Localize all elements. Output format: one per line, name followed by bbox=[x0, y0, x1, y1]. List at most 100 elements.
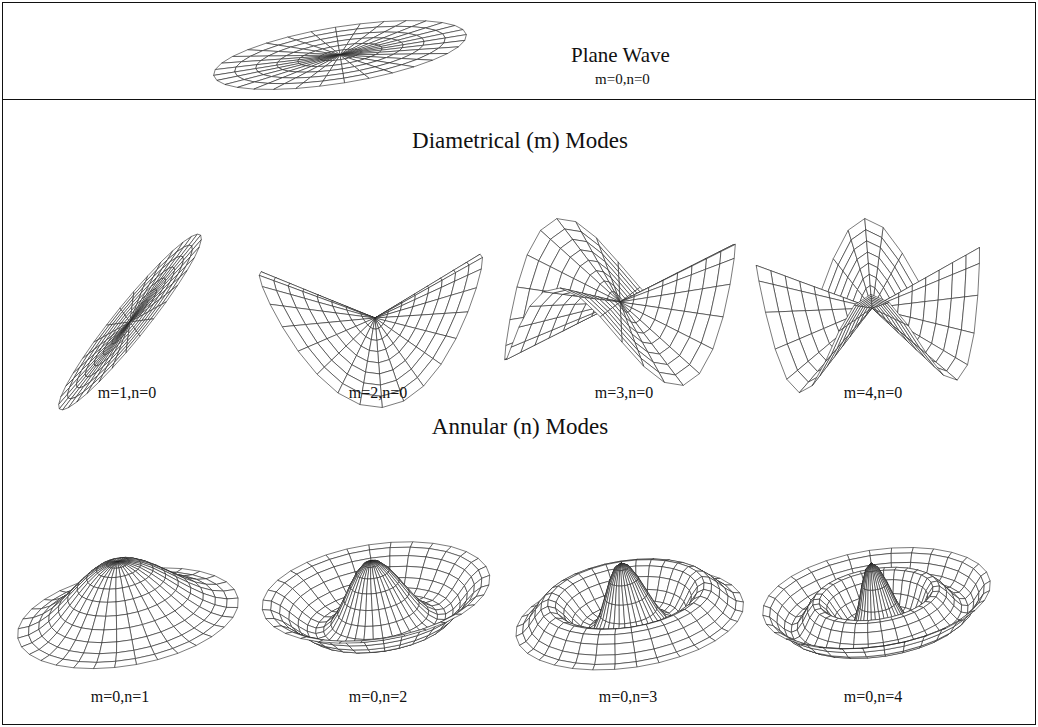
surface-face bbox=[622, 337, 644, 366]
surface-face bbox=[433, 336, 456, 364]
surface-face bbox=[899, 291, 913, 305]
surface-face bbox=[321, 55, 340, 60]
surface-face bbox=[317, 367, 343, 393]
surface-face bbox=[88, 630, 104, 643]
surface-face bbox=[368, 351, 379, 363]
surface-face bbox=[375, 310, 388, 318]
surface-face bbox=[965, 263, 980, 297]
surface-face bbox=[831, 325, 847, 355]
surface-face bbox=[511, 324, 531, 347]
surface-face bbox=[456, 288, 476, 313]
surface-face bbox=[390, 547, 411, 556]
surface-face bbox=[579, 297, 602, 317]
surface-face bbox=[904, 323, 927, 354]
surface-face bbox=[118, 560, 129, 562]
surface-face bbox=[344, 74, 369, 82]
surface-face bbox=[106, 602, 117, 616]
surface-face bbox=[97, 653, 117, 663]
mode-surface bbox=[18, 557, 238, 668]
surface-face bbox=[340, 50, 361, 55]
surface-face bbox=[366, 561, 371, 567]
surface-face bbox=[766, 312, 788, 349]
surface-face bbox=[373, 318, 376, 329]
surface-face bbox=[117, 562, 119, 568]
surface-face bbox=[282, 326, 308, 352]
surface-face bbox=[369, 561, 371, 567]
mode-surface bbox=[214, 21, 467, 90]
surface-face bbox=[358, 610, 366, 626]
surface-face bbox=[115, 659, 137, 668]
surface-face bbox=[530, 292, 553, 307]
surface-face bbox=[77, 384, 93, 402]
surface-face bbox=[371, 579, 376, 594]
surface-face bbox=[151, 302, 167, 319]
surface-face bbox=[186, 247, 199, 266]
surface-face bbox=[370, 318, 375, 329]
mode-surface bbox=[262, 542, 489, 653]
surface-face bbox=[92, 616, 106, 630]
surface-face bbox=[262, 600, 271, 610]
surface-face bbox=[162, 285, 178, 304]
surface-face bbox=[368, 568, 371, 580]
surface-face bbox=[371, 561, 374, 567]
surface-face bbox=[366, 361, 380, 374]
surface-face bbox=[360, 594, 366, 611]
surface-face bbox=[126, 334, 140, 352]
surface-face bbox=[116, 614, 129, 629]
surface-face bbox=[464, 269, 482, 292]
surface-face bbox=[825, 328, 843, 362]
surface-face bbox=[372, 567, 377, 579]
surface-face bbox=[701, 315, 723, 349]
surface-face bbox=[417, 359, 441, 387]
surface-face bbox=[298, 347, 324, 374]
surface-face bbox=[364, 70, 392, 78]
surface-face bbox=[99, 363, 114, 382]
surface-face bbox=[227, 598, 239, 607]
surface-face bbox=[355, 626, 365, 640]
surface-face bbox=[371, 329, 377, 341]
surface-face bbox=[365, 610, 373, 626]
surface-face bbox=[122, 587, 133, 601]
surface-face bbox=[84, 642, 102, 654]
surface-face bbox=[364, 561, 371, 567]
surface-face bbox=[110, 577, 117, 589]
surface-face bbox=[600, 315, 622, 342]
surface-face bbox=[759, 281, 779, 312]
surface-face bbox=[409, 547, 430, 557]
surface-face bbox=[371, 561, 375, 567]
surface-face bbox=[716, 258, 734, 286]
surface-face bbox=[296, 81, 323, 89]
surface-face bbox=[912, 286, 926, 304]
surface-face bbox=[108, 589, 117, 603]
surface-face bbox=[104, 616, 117, 630]
surface-face bbox=[812, 355, 831, 386]
surface-face bbox=[371, 561, 373, 567]
surface-face bbox=[109, 562, 117, 568]
surface-face bbox=[139, 319, 154, 336]
surface-face bbox=[69, 392, 84, 408]
surface-face bbox=[262, 287, 283, 306]
surface-face bbox=[560, 288, 584, 298]
surface-face bbox=[887, 302, 908, 325]
mode-surface bbox=[505, 219, 736, 386]
surface-face bbox=[371, 561, 376, 567]
mode-surface bbox=[259, 254, 482, 407]
surface-face bbox=[417, 54, 448, 61]
surface-face bbox=[899, 321, 920, 348]
surface-face bbox=[320, 55, 341, 60]
surface-face bbox=[116, 568, 120, 578]
surface-face bbox=[270, 304, 294, 327]
surface-face bbox=[262, 610, 274, 619]
surface-face bbox=[116, 577, 123, 589]
surface-face bbox=[390, 542, 413, 548]
surface-face bbox=[430, 47, 459, 54]
mode-surface bbox=[59, 234, 202, 410]
surface-face bbox=[854, 294, 871, 305]
surface-face bbox=[375, 310, 388, 318]
surface-face bbox=[116, 601, 127, 616]
surface-face bbox=[446, 312, 468, 339]
surface-face bbox=[100, 642, 117, 654]
surface-face bbox=[112, 349, 126, 368]
surface-face bbox=[390, 556, 409, 567]
